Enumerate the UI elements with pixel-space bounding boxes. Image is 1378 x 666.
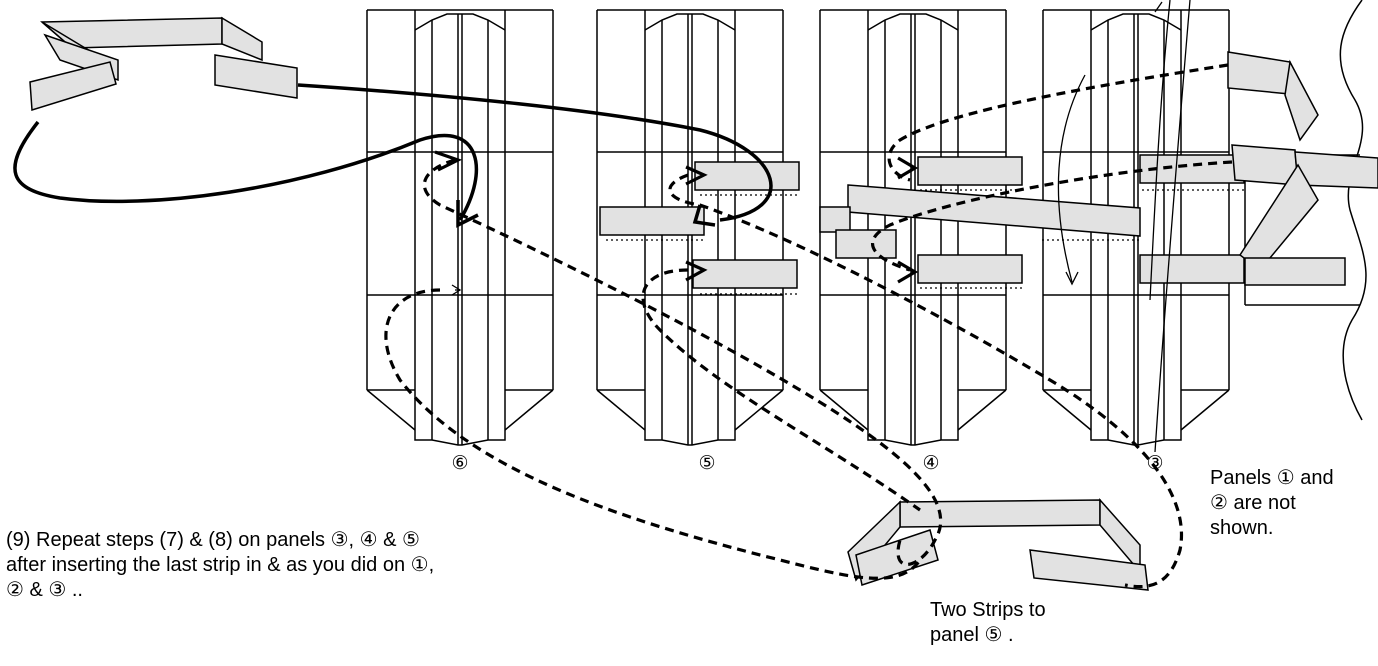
dashed-arrowheads bbox=[434, 150, 919, 284]
panel-3-label: ③ bbox=[1146, 452, 1164, 474]
panel-6-label: ⑥ bbox=[451, 452, 469, 474]
panel3-arrow-top bbox=[1154, 1, 1163, 13]
solid-arrowheads bbox=[456, 200, 716, 228]
strips bbox=[29, 16, 1378, 591]
panel-6 bbox=[366, 9, 554, 446]
thin-arrows bbox=[451, 0, 1191, 453]
dashed-paths bbox=[384, 63, 1233, 589]
solid-path bbox=[13, 83, 773, 222]
panel-5-label: ⑤ bbox=[698, 452, 716, 474]
step-instruction: (9) Repeat steps (7) & (8) on panels ③, … bbox=[6, 529, 435, 601]
dotted-edges bbox=[606, 189, 1244, 295]
two-strips-label: Two Strips to panel ⑤ . bbox=[930, 599, 1046, 646]
panels-not-shown-note: Panels ① and ② are not shown. bbox=[1210, 467, 1334, 539]
panel-4-label: ④ bbox=[922, 452, 940, 474]
